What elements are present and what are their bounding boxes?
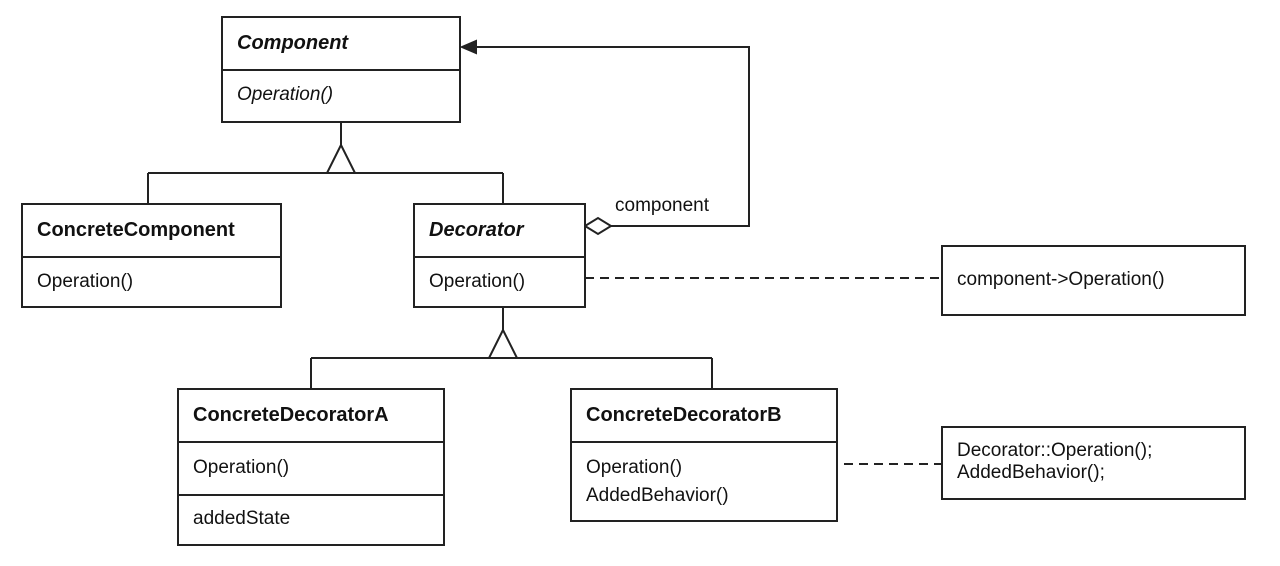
class-name: ConcreteComponent: [37, 219, 235, 241]
class-name: ConcreteDecoratorA: [193, 404, 389, 426]
operation-method: Operation(): [429, 271, 526, 292]
class-concrete-component: ConcreteComponent Operation(): [21, 203, 282, 308]
note-link-decorator: [559, 271, 942, 283]
class-name: Decorator: [429, 219, 524, 241]
association-label: component: [615, 195, 710, 216]
class-concrete-decorator-b: ConcreteDecoratorB Operation() AddedBeha…: [570, 388, 838, 522]
class-decorator: Decorator Operation(): [413, 203, 586, 308]
operation-method: Operation(): [237, 84, 334, 105]
class-name: ConcreteDecoratorB: [586, 404, 782, 426]
note-line: AddedBehavior();: [957, 462, 1105, 483]
added-behavior-method: AddedBehavior(): [586, 485, 729, 506]
note-line: component->Operation(): [957, 269, 1165, 290]
generalization-component: [147, 122, 504, 204]
operation-method: Operation(): [37, 271, 134, 292]
class-component: Component Operation(): [221, 16, 461, 123]
note-line: Decorator::Operation();: [957, 440, 1153, 461]
note-decorator-b: Decorator::Operation(); AddedBehavior();: [941, 426, 1246, 500]
operation-method: Operation(): [586, 457, 683, 478]
note-decorator: component->Operation(): [941, 245, 1246, 316]
operation-method: Operation(): [193, 457, 290, 478]
class-concrete-decorator-a: ConcreteDecoratorA Operation() addedStat…: [177, 388, 445, 546]
generalization-decorator: [310, 307, 713, 389]
attribute-added-state: addedState: [193, 508, 291, 529]
aggregation-association: [459, 39, 750, 236]
class-name: Component: [237, 32, 349, 54]
